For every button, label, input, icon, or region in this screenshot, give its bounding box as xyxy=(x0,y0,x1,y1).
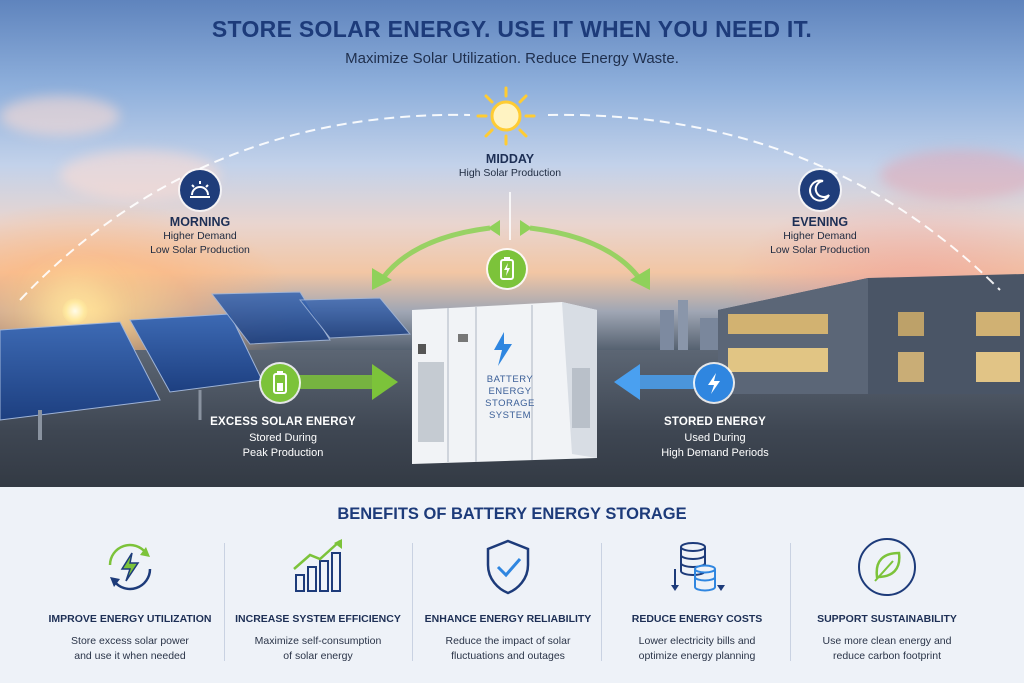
benefit-desc-line: of solar energy xyxy=(283,650,353,662)
phase-morning: MORNING Higher Demand Low Solar Producti… xyxy=(140,215,260,257)
divider xyxy=(790,543,791,661)
battery-label-line: ENERGY xyxy=(488,386,532,397)
energy-cycle-icon xyxy=(98,535,162,599)
sun-path-arc xyxy=(19,113,1001,400)
benefit-name: SUPPORT SUSTAINABILITY xyxy=(817,613,957,625)
benefit-desc: Use more clean energy and reduce carbon … xyxy=(792,634,982,664)
flow-name: EXCESS SOLAR ENERGY xyxy=(210,416,356,428)
page-title: STORE SOLAR ENERGY. USE IT WHEN YOU NEED… xyxy=(211,16,813,42)
growth-chart-icon xyxy=(286,535,350,599)
phase-desc: Low Solar Production xyxy=(770,244,870,256)
benefit-desc-line: Reduce the impact of solar xyxy=(445,635,571,647)
phase-evening: EVENING Higher Demand Low Solar Producti… xyxy=(760,215,880,257)
moon-icon xyxy=(800,170,840,210)
benefit-desc: Reduce the impact of solar fluctuations … xyxy=(413,634,603,664)
flow-name: STORED ENERGY xyxy=(663,416,767,428)
benefit-name: REDUCE ENERGY COSTS xyxy=(631,613,763,625)
benefit-desc-line: Store excess solar power xyxy=(71,635,189,647)
battery-label: BATTERY ENERGY STORAGE SYSTEM xyxy=(480,374,540,422)
benefit-item: IMPROVE ENERGY UTILIZATION Store excess … xyxy=(35,535,225,664)
phase-name: MIDDAY xyxy=(485,152,535,166)
benefit-name: IMPROVE ENERGY UTILIZATION xyxy=(48,613,212,625)
phase-name: EVENING xyxy=(791,215,849,229)
phase-desc: Low Solar Production xyxy=(150,244,250,256)
lightning-icon xyxy=(695,364,733,402)
setting-sun xyxy=(62,298,88,324)
hero-scene: STORE SOLAR ENERGY. USE IT WHEN YOU NEED… xyxy=(0,0,1024,487)
solar-panel-array xyxy=(0,291,412,440)
cloud xyxy=(880,150,1024,200)
leaf-icon xyxy=(855,535,919,599)
shield-check-icon xyxy=(476,535,540,599)
divider xyxy=(412,543,413,661)
benefits-section: BENEFITS OF BATTERY ENERGY STORAGE IMPRO… xyxy=(0,487,1024,683)
sunrise-icon xyxy=(180,170,220,210)
flow-desc: Used During xyxy=(684,432,746,444)
benefit-item: ENHANCE ENERGY RELIABILITY Reduce the im… xyxy=(413,535,603,664)
divider xyxy=(601,543,602,661)
benefit-desc-line: Use more clean energy and xyxy=(822,635,952,647)
battery-label-line: STORAGE xyxy=(485,398,535,409)
benefit-item: REDUCE ENERGY COSTS Lower electricity bi… xyxy=(602,535,792,664)
benefit-desc-line: Maximize self-consumption xyxy=(254,635,382,647)
phase-midday: MIDDAY High Solar Production xyxy=(430,152,590,180)
benefits-title: BENEFITS OF BATTERY ENERGY STORAGE xyxy=(337,505,687,523)
battery-label-line: SYSTEM xyxy=(488,410,532,421)
benefit-desc: Maximize self-consumption of solar energ… xyxy=(223,634,413,664)
phase-name: MORNING xyxy=(169,215,231,229)
flow-desc: High Demand Periods xyxy=(661,447,769,459)
benefit-desc-line: and use it when needed xyxy=(74,650,186,662)
cloud xyxy=(0,96,120,136)
divider xyxy=(224,543,225,661)
flow-desc: Peak Production xyxy=(242,447,324,459)
battery-charging-icon xyxy=(488,250,526,288)
commercial-building xyxy=(718,274,1024,394)
benefit-item: INCREASE SYSTEM EFFICIENCY Maximize self… xyxy=(223,535,413,664)
flow-excess: EXCESS SOLAR ENERGY Stored During Peak P… xyxy=(200,416,366,461)
phase-desc: Higher Demand xyxy=(783,230,857,242)
phase-desc: Higher Demand xyxy=(163,230,237,242)
benefit-item: SUPPORT SUSTAINABILITY Use more clean en… xyxy=(792,535,982,664)
benefit-desc-line: optimize energy planning xyxy=(638,650,756,662)
benefit-desc: Store excess solar power and use it when… xyxy=(35,634,225,664)
benefit-desc-line: fluctuations and outages xyxy=(451,650,565,662)
battery-storage-cabinet xyxy=(412,302,597,464)
battery-label-line: BATTERY xyxy=(486,374,534,385)
benefit-desc-line: reduce carbon footprint xyxy=(833,650,941,662)
benefit-desc-line: Lower electricity bills and xyxy=(638,635,756,647)
benefit-name: ENHANCE ENERGY RELIABILITY xyxy=(424,613,592,625)
flow-stored: STORED ENERGY Used During High Demand Pe… xyxy=(640,416,790,461)
phase-desc: High Solar Production xyxy=(458,167,562,179)
sun-icon xyxy=(476,86,536,146)
coins-down-icon xyxy=(665,535,729,599)
benefit-name: INCREASE SYSTEM EFFICIENCY xyxy=(235,613,401,625)
flow-desc: Stored During xyxy=(249,432,317,444)
page-subtitle: Maximize Solar Utilization. Reduce Energ… xyxy=(345,50,679,67)
battery-charge-icon xyxy=(261,364,299,402)
benefit-desc: Lower electricity bills and optimize ene… xyxy=(602,634,792,664)
